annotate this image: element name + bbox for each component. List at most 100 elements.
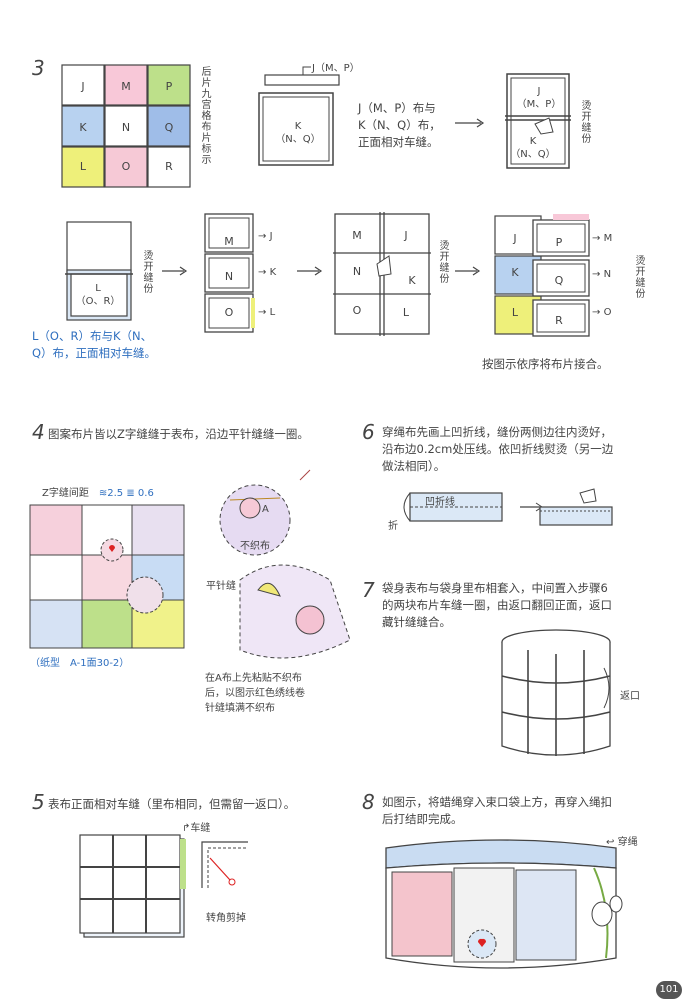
applique-note-2: 后，以图示红色绣线卷 (205, 688, 305, 699)
arrow-right-icon (455, 118, 485, 128)
step5-panel-diagram (79, 834, 186, 938)
col-a-arrow-k: → K (258, 267, 277, 278)
jmp-label: J（M、P） (312, 63, 360, 74)
col-a-arrow-k-label: K (269, 267, 277, 278)
applique-note-1: 在A布上先粘贴不织布 (205, 673, 302, 684)
cord-label-text: 穿绳 (617, 837, 638, 848)
grid-cell-q: Q (164, 121, 174, 134)
row2-desc-1: L（O、R）布与K（N、 (32, 329, 153, 343)
step5-corner-cut (201, 841, 248, 888)
cut-corner-label: 转角剪掉 (206, 913, 246, 924)
col-a-arrow-l-label: L (269, 307, 276, 318)
fold-line-label: 凹折线 (425, 497, 455, 508)
step6-text-3: 做法相同）。 (382, 459, 446, 473)
col-c-arrow-o-label: O (603, 307, 612, 318)
opening-label: 返口 (620, 691, 640, 702)
col-c-press-open: 烫开缝份 (633, 255, 644, 299)
col-a-cell-n: N (224, 270, 234, 283)
applique-note-3: 针缝填满不织布 (205, 703, 275, 714)
grid-cell-r: R (165, 160, 173, 173)
grid-cell-p: P (165, 80, 173, 93)
col-a-arrow-j: → J (258, 231, 273, 242)
pattern-ref: （纸型 A-1面30-2） (30, 658, 130, 669)
col-c-arrow-n: → N (592, 269, 612, 280)
zigzag-label: Z字缝间距 ≋2.5 ≣ 0.6 (42, 487, 154, 500)
step4-text: 图案布片皆以Z字缝缝于表布，沿边平针缝缝一圈。 (48, 427, 309, 441)
col-c-arrow-m: → M (592, 233, 613, 244)
k-nq-label: K （N、Q） (275, 121, 321, 145)
col-a-arrow-l: → L (258, 307, 276, 318)
step3-row2-first (65, 221, 133, 321)
col-c-l: L (511, 306, 519, 319)
step3-column-a (204, 213, 255, 333)
row2-desc-2: Q）布，正面相对车缝。 (32, 346, 157, 360)
step7-text-1: 袋身表布与袋身里布相套入，中间置入步骤6 (382, 581, 608, 595)
nonwoven-label: 不织布 (240, 541, 270, 552)
col-b-n: N (352, 265, 362, 278)
step6-number: 6 (362, 420, 375, 444)
col-c-arrow-n-label: N (603, 269, 612, 280)
col-a-arrow-j-label: J (269, 231, 273, 242)
col-b-l: L (402, 306, 410, 319)
sewn-bottom-label: K （N、Q） (510, 136, 556, 160)
col-c-arrow-m-label: M (603, 233, 613, 244)
col-c-p: P (555, 236, 563, 249)
step8-finished-bag (385, 839, 623, 969)
col-b-j: J (404, 229, 408, 242)
fold-label: 折 (388, 521, 398, 532)
step7-bag-cylinder (501, 629, 611, 756)
step6-text-2: 沿布边0.2cm处压线。依凹折线熨烫（另一边 (382, 442, 614, 456)
step3-grid (61, 64, 191, 188)
step3-desc-3: 正面相对车缝。 (358, 135, 439, 149)
col-b-k: K (408, 274, 416, 287)
step6-fold-diagram (403, 488, 613, 526)
step8-number: 8 (362, 790, 375, 814)
step7-text-3: 藏针缝缝合。 (382, 615, 451, 629)
col-b-m: M (352, 229, 362, 242)
running-stitch-label: 平针缝 (206, 581, 236, 592)
row2-l-label: L （O、R） (75, 283, 121, 307)
step3-overlap-diagram (258, 66, 340, 166)
grid-cell-l: L (79, 160, 87, 173)
arrow-right-icon (297, 266, 323, 276)
arrow-right-icon (455, 266, 481, 276)
step3-desc-1: J（M、P）布与 (358, 101, 436, 115)
step3-final-caption: 按图示依序将布片接合。 (482, 357, 609, 371)
step3-desc-2: K（N、Q）布， (358, 118, 441, 132)
step3-column-b (333, 212, 431, 336)
step8-text-2: 后打结即完成。 (382, 812, 463, 826)
sew-label-text: 车缝 (190, 823, 211, 834)
step4-number: 4 (32, 420, 45, 444)
cord-arrow-icon: ↩ (606, 837, 615, 848)
sewn-top-label: J （M、P） (516, 86, 562, 110)
grid-vertical-label: 后片九宫格布片标示 (199, 66, 210, 165)
press-open-label: 烫开缝份 (579, 100, 590, 144)
step3-number: 3 (32, 56, 45, 80)
step6-text-1: 穿绳布先画上凹折线，缝份两侧边往内烫好， (382, 425, 612, 439)
col-b-press-open: 烫开缝份 (437, 240, 448, 284)
zigzag-icon: ≣ (126, 488, 135, 499)
zigzag-spacing-label: Z字缝间距 (42, 488, 89, 499)
step5-number: 5 (32, 790, 45, 814)
col-a-cell-m: M (224, 235, 234, 248)
step4-applique-detail (219, 469, 351, 659)
col-c-arrow-o: → O (592, 307, 612, 318)
zigzag-value-2: 0.6 (137, 488, 154, 499)
row2-press-open-label: 烫开缝份 (141, 250, 152, 294)
step3-column-c (494, 214, 590, 337)
col-c-r: R (555, 314, 563, 327)
applique-a-label: A (262, 504, 269, 515)
step8-text-1: 如图示，将蜡绳穿入束口袋上方，再穿入绳扣 (382, 795, 612, 809)
col-c-q: Q (554, 274, 564, 287)
col-b-o: O (352, 304, 362, 317)
step3-sewn-diagram (505, 73, 571, 169)
corner-arrow-icon: ↱ (182, 823, 191, 834)
grid-cell-m: M (121, 80, 131, 93)
sew-label: ↱车缝 (182, 822, 210, 835)
grid-cell-k: K (79, 121, 87, 134)
step7-number: 7 (362, 578, 375, 602)
step7-text-2: 的两块布片车缝一圈，由返口翻回正面，返口 (382, 598, 612, 612)
col-c-j: J (513, 232, 517, 245)
zigzag-icon: ≋ (98, 488, 108, 499)
step5-text: 表布正面相对车缝（里布相同，但需留一返口）。 (48, 797, 296, 811)
